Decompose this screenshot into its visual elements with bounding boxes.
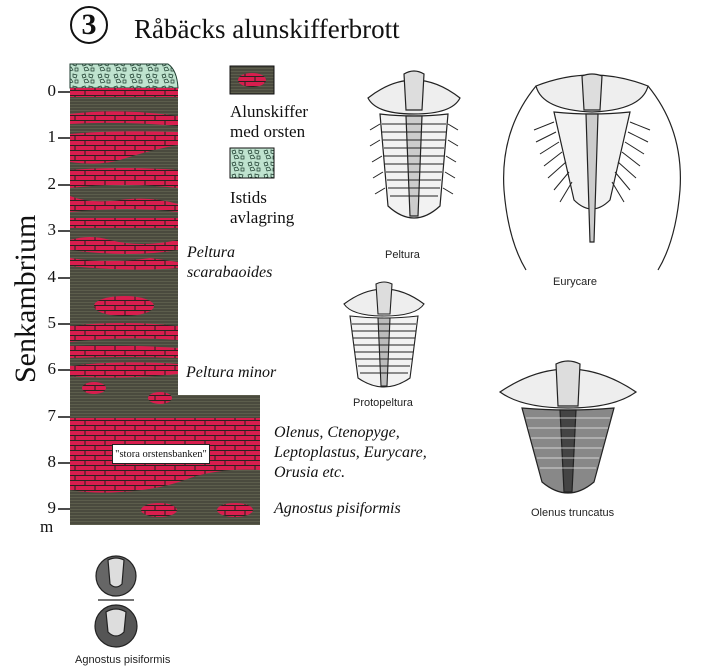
- orsten-lens: [148, 392, 172, 404]
- orsten-band: [70, 362, 178, 378]
- tick-label-9: 9: [47, 498, 57, 517]
- figure-number-badge: 3: [70, 6, 108, 44]
- legend-swatch-glacial: [229, 147, 275, 179]
- legend-shale-label-line2: med orsten: [230, 122, 306, 141]
- zone-label-olenus-line2: Leptoplastus, Eurycare,: [274, 444, 427, 461]
- tick-label-7: 7: [47, 406, 57, 425]
- orsten-band: [70, 345, 178, 358]
- tick-label-4: 4: [47, 267, 57, 286]
- zone-label-peltura-line1: Peltura: [187, 244, 235, 261]
- orsten-lens: [141, 503, 177, 517]
- tick-label-1: 1: [47, 127, 57, 146]
- caption-protopeltura: Protopeltura: [353, 397, 413, 409]
- orsten-band: [70, 131, 178, 164]
- agnostus-pisiformis-drawing: [94, 555, 138, 648]
- orsten-band: [70, 196, 178, 212]
- tick-label-5: 5: [47, 313, 57, 332]
- orsten-band: [70, 168, 178, 188]
- orsten-band: [70, 323, 178, 342]
- orsten-bank-label: "stora orstensbanken": [112, 444, 210, 464]
- caption-olenus-truncatus: Olenus truncatus: [531, 507, 615, 519]
- eurycare-trilobite-drawing: [503, 73, 681, 271]
- orsten-band: [70, 218, 178, 228]
- unit-label: m: [40, 517, 54, 536]
- legend-shale-label-line1: Alunskiffer: [230, 102, 309, 121]
- orsten-lens: [94, 296, 154, 316]
- legend-swatch-shale: [229, 65, 275, 95]
- orsten-band: [70, 111, 178, 126]
- legend-glacial-label-line2: avlagring: [230, 208, 295, 227]
- tick-label-6: 6: [47, 359, 57, 378]
- orsten-lens: [82, 382, 106, 394]
- caption-peltura: Peltura: [385, 249, 420, 261]
- tick-label-0: 0: [47, 81, 57, 100]
- tick-label-8: 8: [47, 452, 57, 471]
- caption-agnostus-pisiformis: Agnostus pisiformis: [75, 654, 171, 666]
- orsten-band: [70, 237, 178, 254]
- figure-title: Råbäcks alunskifferbrott: [134, 14, 400, 44]
- zone-label-olenus-line1: Olenus, Ctenopyge,: [274, 424, 400, 441]
- zone-label-olenus-line3: Orusia etc.: [274, 464, 346, 481]
- legend-glacial-label-line1: Istids: [230, 188, 267, 207]
- orsten-band: [70, 258, 178, 270]
- protopeltura-trilobite-drawing: [343, 281, 425, 388]
- caption-eurycare: Eurycare: [553, 276, 598, 288]
- peltura-trilobite-drawing: [367, 70, 461, 219]
- orsten-lens: [217, 503, 253, 517]
- tick-label-3: 3: [47, 220, 57, 239]
- orsten-band: [70, 88, 178, 97]
- zone-label-agnostus: Agnostus pisiformis: [274, 500, 401, 517]
- olenus-truncatus-trilobite-drawing: [498, 360, 638, 494]
- zone-label-peltura-line2: scarabaoides: [187, 264, 273, 281]
- zone-label-peltura-minor: Peltura minor: [186, 364, 277, 381]
- tick-label-2: 2: [47, 174, 57, 193]
- glacial-deposit-layer: [69, 63, 179, 89]
